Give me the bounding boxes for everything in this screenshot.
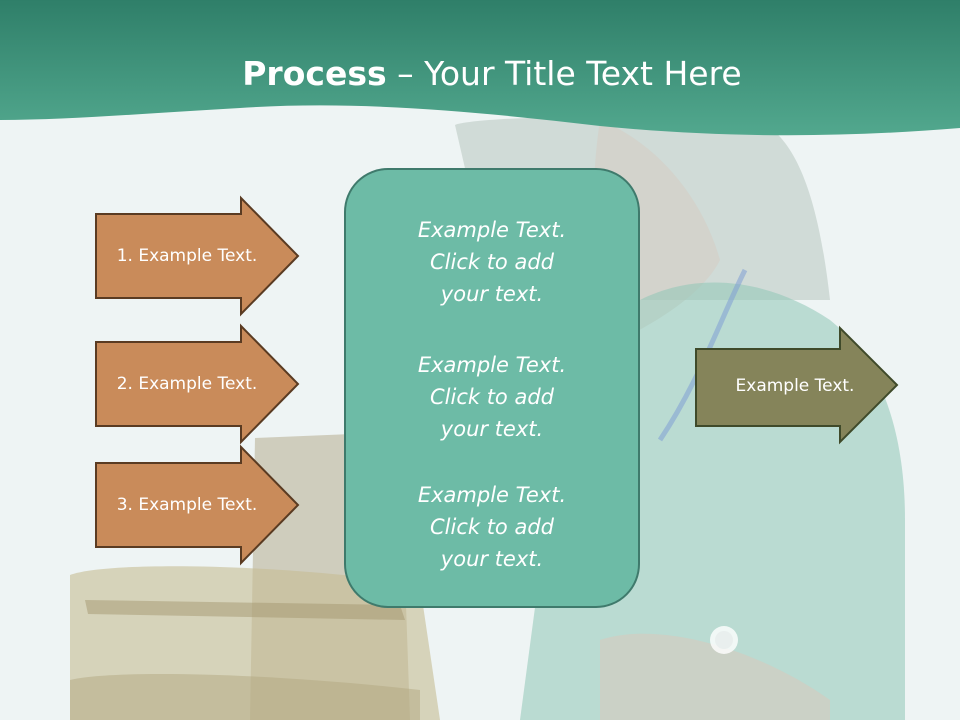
- step-arrow-label: 1. Example Text.: [116, 246, 258, 266]
- title-rest: – Your Title Text Here: [386, 54, 742, 93]
- center-text-block-3: Example Text. Click to add your text.: [417, 483, 567, 571]
- step-arrow-1[interactable]: 1. Example Text.: [95, 195, 300, 317]
- result-arrow[interactable]: Example Text.: [695, 325, 899, 445]
- step-arrow-3[interactable]: 3. Example Text.: [95, 444, 300, 566]
- arrow-shape: [95, 195, 300, 317]
- title-bold: Process: [242, 54, 387, 93]
- step-arrow-label: 3. Example Text.: [116, 495, 258, 515]
- center-text-block-1: Example Text. Click to add your text.: [417, 218, 567, 306]
- center-text-box[interactable]: Example Text. Click to add your text. Ex…: [344, 168, 640, 608]
- step-arrow-label: 2. Example Text.: [116, 374, 258, 394]
- result-arrow-label: Example Text.: [735, 375, 855, 396]
- center-text-block-2: Example Text. Click to add your text.: [417, 353, 567, 441]
- arrow-shape: [95, 444, 300, 566]
- arrow-shape: [695, 325, 899, 445]
- slide-title: Process – Your Title Text Here: [0, 52, 960, 96]
- step-arrow-2[interactable]: 2. Example Text.: [95, 323, 300, 445]
- arrow-shape: [95, 323, 300, 445]
